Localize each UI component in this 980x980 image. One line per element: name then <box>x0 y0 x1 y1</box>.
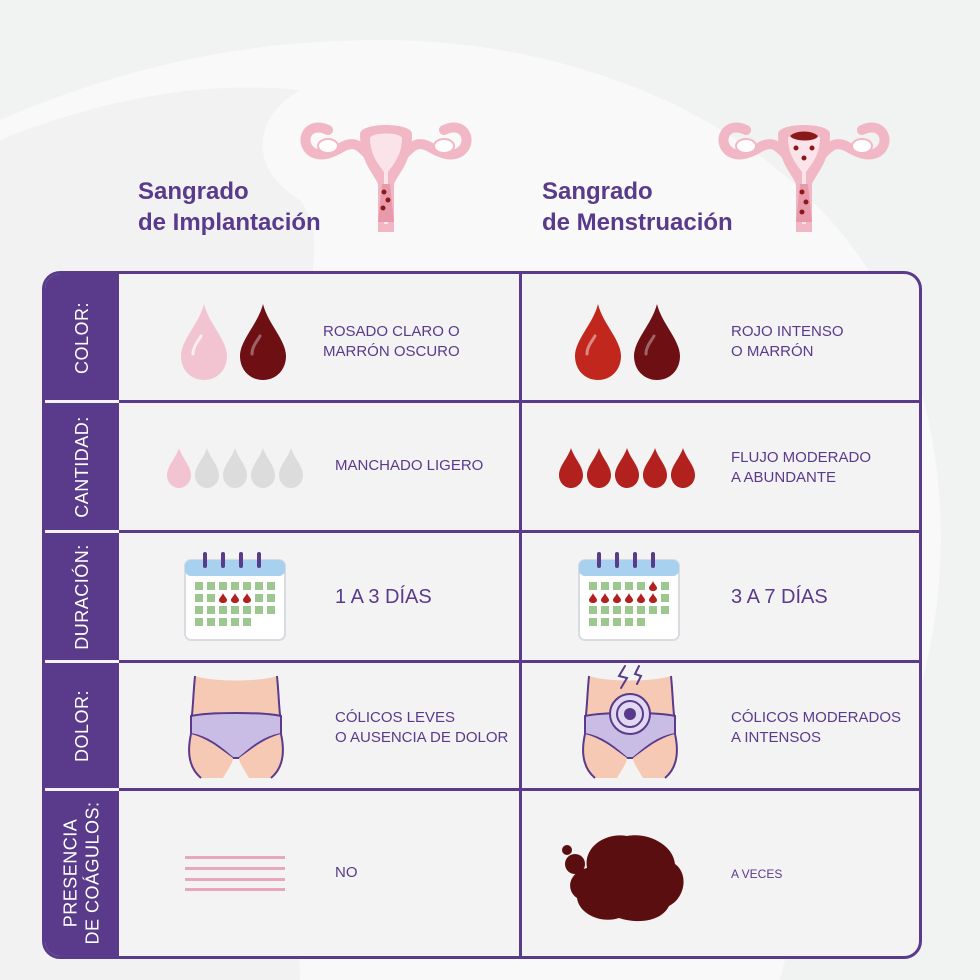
color-implantation-line2: MARRÓN OSCURO <box>323 343 460 360</box>
row-label-color-text: COLOR: <box>71 301 92 375</box>
label-divider <box>45 530 119 533</box>
color-menstruation-text: ROJO INTENSO O MARRÓN <box>731 322 844 362</box>
dolor-menstruation-text: CÓLICOS MODERADOS A INTENSOS <box>731 708 901 748</box>
header-implantation: Sangrado de Implantación <box>138 176 321 238</box>
blood-drop-icon <box>181 304 286 380</box>
dolor-implantation-text: CÓLICOS LEVES O AUSENCIA DE DOLOR <box>335 708 508 748</box>
label-divider <box>45 788 119 791</box>
header-implantation-line2: de Implantación <box>138 209 321 236</box>
coagulos-menstruation-text: A VECES <box>731 864 782 884</box>
dolor-menstruation-line2: A INTENSOS <box>731 729 822 746</box>
cantidad-menstruation-line1: FLUJO MODERADO <box>731 449 872 466</box>
comparison-table: COLOR: CANTIDAD: DURACIÓN: DOLOR: PRESEN… <box>42 271 922 959</box>
uterus-icon <box>718 122 890 232</box>
label-divider <box>45 400 119 403</box>
row-label-dolor: DOLOR: <box>45 662 119 790</box>
cantidad-menstruation-line2: A ABUNDANTE <box>731 469 837 486</box>
clot-icon <box>562 835 684 922</box>
pelvis-icon <box>188 675 284 779</box>
header-menstruation-line2: de Menstruación <box>542 209 733 236</box>
coagulos-implantation-line1: NO <box>335 864 358 881</box>
color-menstruation-line2: O MARRÓN <box>731 343 814 360</box>
calendar-icon <box>184 552 286 641</box>
duracion-menstruation-line1: 3 A 7 DÍAS <box>731 586 828 608</box>
row-label-cantidad-text: CANTIDAD: <box>72 416 93 518</box>
row-label-column <box>45 274 119 956</box>
row-label-dolor-text: DOLOR: <box>71 689 92 763</box>
row-label-duracion-text: DURACIÓN: <box>72 544 93 650</box>
header-menstruation-line1: Sangrado <box>542 178 653 205</box>
column-divider <box>519 274 522 956</box>
lines-icon <box>185 856 285 891</box>
row-label-color: COLOR: <box>45 274 119 402</box>
duracion-implantation-text: 1 A 3 DÍAS <box>335 584 432 610</box>
blood-drop-icon <box>559 448 695 488</box>
duracion-implantation-line1: 1 A 3 DÍAS <box>335 586 432 608</box>
uterus-icon <box>300 122 472 232</box>
row-label-cantidad: CANTIDAD: <box>45 402 119 532</box>
blood-drop-icon <box>575 304 680 380</box>
dolor-implantation-line2: O AUSENCIA DE DOLOR <box>335 729 509 746</box>
row-label-coagulos: PRESENCIA DE COÁGULOS: <box>45 790 119 956</box>
color-implantation-line1: ROSADO CLARO O <box>323 323 460 340</box>
header-menstruation: Sangrado de Menstruación <box>542 176 733 238</box>
dolor-implantation-line1: CÓLICOS LEVES <box>335 709 456 726</box>
cantidad-menstruation-text: FLUJO MODERADO A ABUNDANTE <box>731 448 871 488</box>
cantidad-implantation-line1: MANCHADO LIGERO <box>335 457 484 474</box>
duracion-menstruation-text: 3 A 7 DÍAS <box>731 584 828 610</box>
blood-drop-icon <box>167 448 303 488</box>
row-label-duracion: DURACIÓN: <box>45 532 119 662</box>
dolor-menstruation-line1: CÓLICOS MODERADOS <box>731 709 902 726</box>
coagulos-menstruation-line1: A VECES <box>731 867 783 881</box>
row-label-coagulos-line1: PRESENCIA <box>61 818 81 928</box>
cantidad-implantation-text: MANCHADO LIGERO <box>335 456 483 476</box>
coagulos-implantation-text: NO <box>335 863 358 883</box>
color-implantation-text: ROSADO CLARO O MARRÓN OSCURO <box>323 322 460 362</box>
row-label-coagulos-text: PRESENCIA DE COÁGULOS: <box>60 801 104 944</box>
color-menstruation-line1: ROJO INTENSO <box>731 323 844 340</box>
label-divider <box>45 660 119 663</box>
row-label-coagulos-line2: DE COÁGULOS: <box>83 801 103 945</box>
header-implantation-line1: Sangrado <box>138 178 249 205</box>
pain-icon <box>582 665 678 779</box>
calendar-icon <box>578 552 680 641</box>
